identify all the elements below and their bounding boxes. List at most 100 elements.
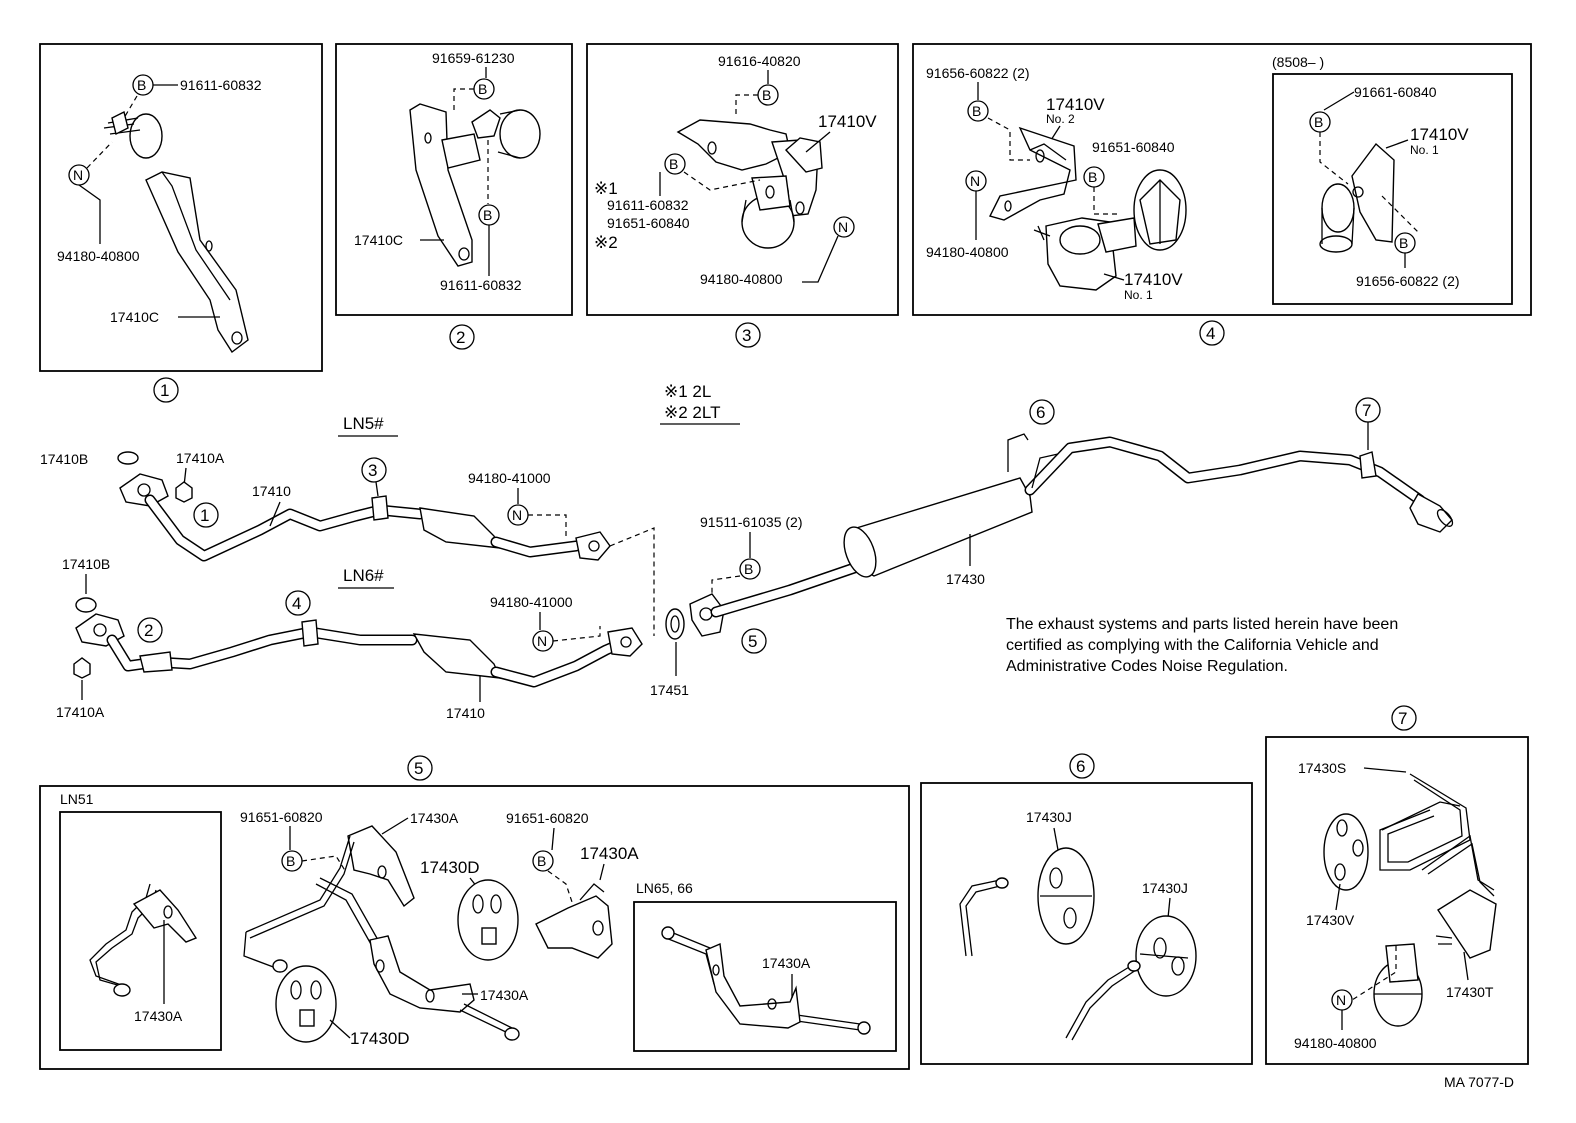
detail-3-frame: [586, 43, 899, 316]
insulator-bottom-part-label: 17430J: [1142, 880, 1188, 896]
bracket-icon: [1421, 834, 1497, 959]
nut-marker: N: [1336, 992, 1346, 1008]
detail-4-number: 4: [1199, 320, 1225, 346]
nut-icon: N: [965, 170, 987, 192]
bracket-right-part-label: 17430A: [580, 844, 639, 863]
bolt-left-part-label: 91656-60822 (2): [926, 65, 1030, 81]
bracket-part-label: 17430T: [1446, 984, 1494, 1000]
bolt-variant2-part-label: 91651-60840: [607, 215, 690, 231]
detail-7-frame: [1265, 736, 1529, 1065]
bolt-marker: B: [137, 77, 146, 93]
bracket-part-label: 17410C: [110, 309, 159, 325]
inset-bolt-bottom-part-label: 91656-60822 (2): [1356, 273, 1460, 289]
muffler-label: 17430: [946, 571, 985, 587]
hanger-rod-icon: [1065, 960, 1141, 1041]
bolt-icon: B: [281, 850, 303, 872]
svg-text:7: 7: [1362, 401, 1371, 420]
hanger-no1-icon: [1033, 217, 1137, 291]
bolt-marker: B: [1088, 169, 1097, 185]
detail-7-number: 7: [1391, 705, 1417, 731]
hanger-no2-icon: [988, 126, 1077, 221]
ln51-label: LN51: [60, 791, 94, 807]
bolt-variant1-part-label: 91611-60832: [607, 197, 689, 213]
bolt-marker: B: [762, 87, 771, 103]
legend-variant1: ※1 2L: [664, 382, 711, 401]
gasket-icon: [75, 597, 97, 613]
detail-2-number: 2: [449, 324, 475, 350]
bolt-icon: B: [473, 78, 495, 100]
pipe-top-label: 17410: [252, 483, 291, 499]
ln5-label: LN5#: [343, 414, 384, 433]
certification-note-line2: certified as complying with the Californ…: [1006, 637, 1379, 654]
nut-icon: N: [507, 504, 529, 526]
inset-hanger-sub-label: No. 1: [1410, 143, 1439, 157]
gasket-joint-label: 17451: [650, 682, 689, 698]
ref-7: 7: [1355, 397, 1381, 423]
ref-4: 4: [285, 590, 311, 616]
bolt-left-part-label: 91651-60820: [240, 809, 323, 825]
svg-text:2: 2: [144, 621, 153, 640]
bolt-right-part-label: 91651-60820: [506, 810, 589, 826]
bolt-bottom-part-label: 91611-60832: [440, 277, 522, 293]
bolt-icon: B: [757, 84, 779, 106]
bolt-marker: B: [669, 156, 678, 172]
nut-part-top-label: 94180-41000: [468, 470, 551, 486]
nut-marker: N: [512, 507, 522, 523]
hanger-rod-icon: [959, 877, 1009, 957]
bracket-top-part-label: 17430A: [410, 810, 459, 826]
svg-text:6: 6: [1076, 757, 1085, 776]
hanger-part-label: 17410V: [818, 112, 877, 131]
svg-text:1: 1: [160, 381, 169, 400]
detail-6-frame: [920, 782, 1253, 1065]
nut-icon: [73, 657, 91, 679]
bolt-icon: B: [1083, 166, 1105, 188]
bolt-icon: B: [532, 850, 554, 872]
clamp-icon: [1133, 169, 1187, 251]
detail-6-number: 6: [1069, 753, 1095, 779]
svg-text:4: 4: [1206, 324, 1215, 343]
detail-2-frame: [335, 43, 573, 316]
ln65-label: LN65, 66: [636, 880, 693, 896]
svg-text:4: 4: [292, 594, 301, 613]
ln65-inset-frame: [633, 901, 897, 1052]
main-assembly: LN5# 17410B 17410A 1 17410: [40, 397, 1454, 721]
detail-1-frame: [39, 43, 323, 372]
gasket-bottom-label: 17410B: [62, 556, 110, 572]
svg-text:5: 5: [748, 632, 757, 651]
hanger-bracket-icon: [676, 119, 823, 249]
certification-note-line1: The exhaust systems and parts listed her…: [1006, 616, 1399, 633]
bracket-icon: [535, 883, 613, 959]
detail-4-frame: [912, 43, 1532, 316]
diagram-id: MA 7077-D: [1444, 1074, 1514, 1090]
insulator-top-part-label: 17430J: [1026, 809, 1072, 825]
svg-text:3: 3: [742, 326, 751, 345]
ln65-part-label: 17430A: [762, 955, 811, 971]
nut-part-label: 94180-40800: [926, 244, 1009, 260]
svg-text:6: 6: [1036, 403, 1045, 422]
gasket-icon: [117, 451, 139, 465]
detail-1: B 91611-60832 N 94180-40800 17410C 1: [39, 43, 323, 403]
svg-text:1: 1: [200, 506, 209, 525]
insulator-icon: [1323, 813, 1369, 891]
detail-4-inset-frame: [1272, 73, 1513, 305]
bracket-part-label: 17410C: [354, 232, 403, 248]
flange-icon: [119, 473, 169, 507]
detail-5-frame: [39, 785, 910, 1070]
bracket-bottom-part-label: 17430A: [480, 987, 529, 1003]
hanger-no2-sub-label: No. 2: [1046, 112, 1075, 126]
bolt-marker: B: [286, 853, 295, 869]
exhaust-pipe-upper: [144, 494, 611, 562]
variant1-mark: ※1: [594, 179, 618, 198]
svg-text:3: 3: [368, 461, 377, 480]
insulator-part-label: 17430V: [1306, 912, 1355, 928]
nut-icon: [175, 481, 193, 503]
gasket-top-label: 17410B: [40, 451, 88, 467]
nut-icon: N: [1331, 989, 1353, 1011]
ref-5: 5: [741, 628, 767, 654]
bracket-icon: [145, 171, 249, 354]
joint-gasket-icon: [665, 608, 685, 640]
bracket-icon: [243, 825, 520, 1041]
bolt-icon: B: [132, 74, 154, 96]
svg-text:2: 2: [456, 328, 465, 347]
